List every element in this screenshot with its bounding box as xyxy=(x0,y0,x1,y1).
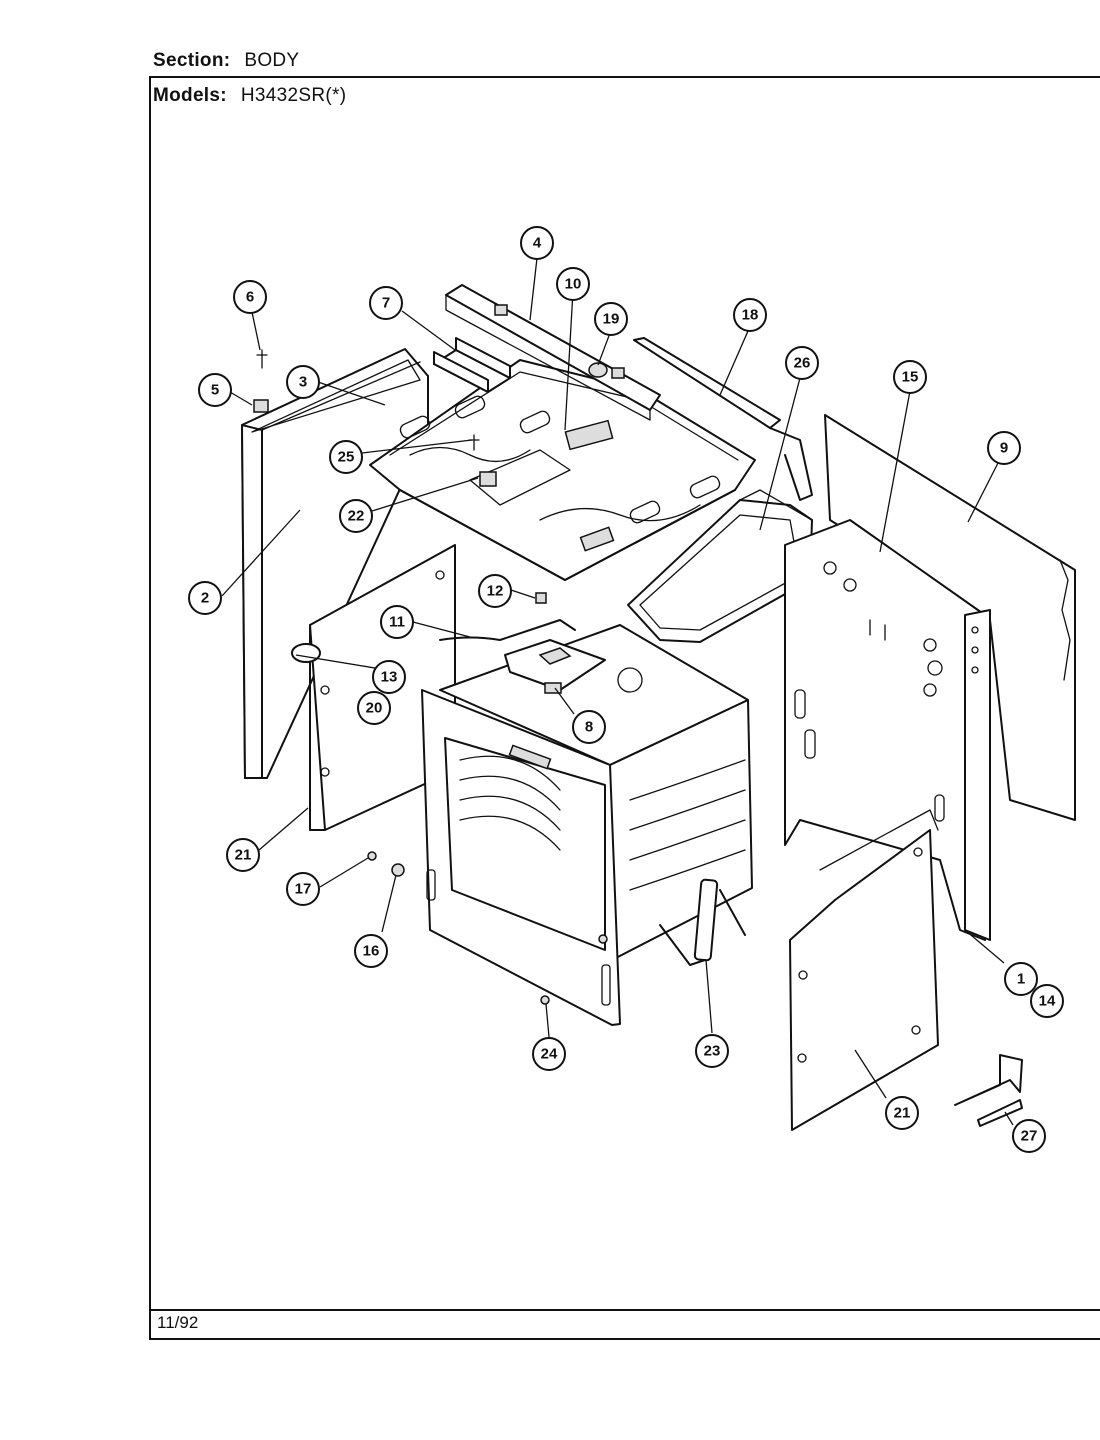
control-box-part xyxy=(433,337,511,393)
callout-4: 4 xyxy=(520,226,554,260)
callout-22: 22 xyxy=(339,499,373,533)
callout-15: 15 xyxy=(893,360,927,394)
callout-21-left-text: 21 xyxy=(235,847,252,864)
callout-3: 3 xyxy=(286,365,320,399)
callout-27-text: 27 xyxy=(1021,1128,1038,1145)
door-hinge-part xyxy=(659,878,746,966)
rear-frame-panel-part xyxy=(784,519,991,941)
callout-21-left: 21 xyxy=(226,838,260,872)
callout-12-text: 12 xyxy=(487,583,504,600)
callout-21-right-text: 21 xyxy=(894,1105,911,1122)
burner-assembly-part xyxy=(291,619,606,694)
callout-1: 1 xyxy=(1004,962,1038,996)
part-19-switch xyxy=(588,362,608,378)
rear-back-panel-part xyxy=(824,414,1076,821)
callout-26: 26 xyxy=(785,346,819,380)
small-hardware-parts xyxy=(253,349,608,1005)
callout-19: 19 xyxy=(594,302,628,336)
callout-9-text: 9 xyxy=(1000,440,1008,457)
diagram-frame xyxy=(149,76,1100,1340)
callout-26-text: 26 xyxy=(794,355,811,372)
models-value: H3432SR(*) xyxy=(240,85,347,106)
section-label: Section: xyxy=(153,50,231,71)
part-6-screw xyxy=(256,349,268,369)
callout-11: 11 xyxy=(380,605,414,639)
leader-lines xyxy=(221,257,1014,1126)
section-header: Section: BODY xyxy=(153,50,299,72)
callout-7-text: 7 xyxy=(382,295,390,312)
callout-23: 23 xyxy=(695,1034,729,1068)
callout-11-text: 11 xyxy=(389,614,405,631)
callout-7: 7 xyxy=(369,286,403,320)
rear-rail-part xyxy=(445,284,661,421)
callout-23-text: 23 xyxy=(704,1043,721,1060)
callout-14-text: 14 xyxy=(1039,993,1056,1010)
callout-1-text: 1 xyxy=(1017,971,1025,988)
callout-10: 10 xyxy=(556,267,590,301)
callout-21-right: 21 xyxy=(885,1096,919,1130)
part-5-clip xyxy=(253,399,269,413)
callout-19-text: 19 xyxy=(603,311,620,328)
callout-14: 14 xyxy=(1030,984,1064,1018)
part-12-nut xyxy=(535,592,547,604)
part-22-clip xyxy=(479,471,497,487)
callout-17-text: 17 xyxy=(295,881,312,898)
part-24b-screw xyxy=(598,934,608,944)
part-24-screw xyxy=(540,995,550,1005)
callout-17: 17 xyxy=(286,872,320,906)
callout-18: 18 xyxy=(733,298,767,332)
part-16-bolt xyxy=(391,863,405,877)
callout-16: 16 xyxy=(354,934,388,968)
callout-2-text: 2 xyxy=(201,590,209,607)
callout-20: 20 xyxy=(357,691,391,725)
callout-6-text: 6 xyxy=(246,289,254,306)
part-17-screw xyxy=(367,851,377,861)
right-inner-wall-part xyxy=(789,809,939,1131)
callout-25: 25 xyxy=(329,440,363,474)
callout-6: 6 xyxy=(233,280,267,314)
callout-12: 12 xyxy=(478,574,512,608)
callout-22-text: 22 xyxy=(348,508,365,525)
callout-3-text: 3 xyxy=(299,374,307,391)
models-label: Models: xyxy=(153,85,227,106)
callout-10-text: 10 xyxy=(565,276,582,293)
models-header: Models: H3432SR(*) xyxy=(153,85,346,107)
callout-8-text: 8 xyxy=(585,719,593,736)
footer-divider xyxy=(149,1309,1100,1311)
oven-liner-part xyxy=(421,624,753,1026)
callout-18-text: 18 xyxy=(742,307,759,324)
callout-16-text: 16 xyxy=(363,943,380,960)
callout-2: 2 xyxy=(188,581,222,615)
callout-24: 24 xyxy=(532,1037,566,1071)
callout-25-text: 25 xyxy=(338,449,355,466)
corner-bracket-part xyxy=(954,1054,1023,1127)
rear-trim-part xyxy=(633,337,813,501)
callout-20-text: 20 xyxy=(366,700,383,717)
callout-13-text: 13 xyxy=(381,669,398,686)
callout-24-text: 24 xyxy=(541,1046,558,1063)
callout-8: 8 xyxy=(572,710,606,744)
footer-date: 11/92 xyxy=(157,1313,199,1332)
callout-5: 5 xyxy=(198,373,232,407)
callout-13: 13 xyxy=(372,660,406,694)
callout-15-text: 15 xyxy=(902,369,919,386)
callout-9: 9 xyxy=(987,431,1021,465)
callout-4-text: 4 xyxy=(533,235,542,252)
cooktop-tray-part xyxy=(369,359,756,581)
callout-5-text: 5 xyxy=(211,382,219,399)
section-value: BODY xyxy=(244,50,300,71)
callout-27: 27 xyxy=(1012,1119,1046,1153)
